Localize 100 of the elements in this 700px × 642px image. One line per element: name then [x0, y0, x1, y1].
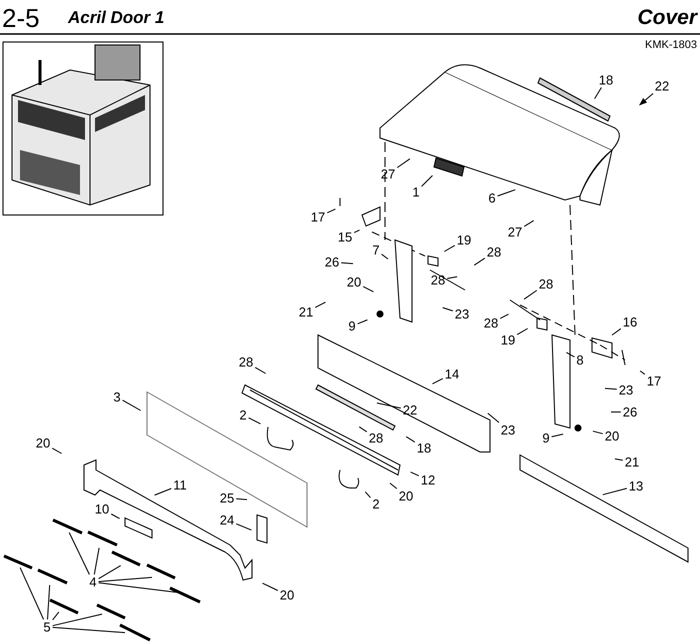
leader-line — [410, 472, 420, 476]
callout-number: 14 — [444, 368, 460, 380]
callout-number: 3 — [112, 390, 122, 404]
leader-line — [68, 532, 90, 575]
section-title: Acril Door 1 — [68, 9, 164, 26]
callout-number: 7 — [371, 244, 381, 256]
callout-number: 6 — [487, 192, 497, 204]
leader-line — [236, 498, 248, 500]
leader-line — [154, 488, 172, 496]
callout-number: 20 — [346, 276, 362, 288]
callout-number: 28 — [538, 278, 554, 290]
callout-number: 15 — [336, 230, 354, 244]
leader-line — [389, 482, 398, 490]
callout-number: 20 — [34, 436, 52, 450]
callout-number: 18 — [416, 442, 432, 454]
callout-number: 26 — [324, 256, 340, 268]
leader-line — [566, 352, 575, 358]
leader-line — [52, 626, 126, 634]
callout-number: 23 — [500, 424, 516, 436]
leader-line — [444, 244, 456, 252]
leader-line — [551, 434, 564, 438]
leader-line — [396, 158, 410, 168]
leader-line — [381, 254, 388, 260]
leader-line — [524, 290, 538, 300]
leader-line — [442, 307, 454, 312]
leader-line — [314, 302, 326, 308]
leader-line — [604, 388, 618, 390]
leader-line — [612, 328, 622, 336]
leader-line — [98, 565, 122, 580]
leader-line — [236, 523, 252, 531]
callout-number: 28 — [482, 316, 500, 330]
leader-line — [47, 584, 50, 620]
leader-line — [639, 93, 654, 106]
callout-number: 28 — [238, 356, 254, 368]
leader-line — [446, 276, 458, 279]
leader-line — [354, 230, 360, 234]
callout-number: 20 — [398, 490, 414, 502]
leader-line — [122, 400, 142, 411]
chapter-title: Cover — [637, 7, 697, 28]
leader-line — [421, 175, 433, 187]
leader-line — [98, 576, 152, 582]
callout-number: 19 — [456, 234, 472, 246]
leader-line — [592, 430, 604, 434]
callout-number: 8 — [575, 354, 585, 366]
leader-line — [487, 412, 500, 423]
leader-line — [516, 328, 528, 336]
callout-number: 21 — [624, 456, 640, 468]
leader-line — [94, 547, 100, 575]
leader-line — [52, 448, 62, 454]
callout-number: 1 — [411, 186, 421, 198]
leader-line — [614, 458, 624, 461]
callout-number: 28 — [486, 246, 502, 258]
callout-number: 27 — [506, 226, 524, 238]
callout-number: 2 — [238, 408, 248, 422]
callout-number: 4 — [88, 576, 98, 588]
callout-number: 22 — [654, 80, 670, 92]
leader-line — [52, 614, 103, 626]
leader-line — [357, 319, 368, 324]
leader-line — [500, 314, 509, 319]
leader-line — [594, 87, 602, 100]
callout-number: 23 — [454, 308, 470, 320]
leader-line — [326, 208, 336, 214]
leader-line — [474, 258, 486, 266]
callout-number: 20 — [278, 588, 296, 602]
callout-number: 17 — [646, 374, 662, 388]
callout-number: 28 — [368, 432, 384, 444]
callout-number: 16 — [622, 316, 638, 328]
callout-number: 23 — [618, 384, 634, 396]
callout-number: 5 — [42, 620, 52, 634]
leader-line — [364, 491, 371, 498]
callout-number: 13 — [628, 480, 644, 492]
callout-number: 20 — [604, 430, 620, 442]
callout-number: 10 — [94, 502, 110, 516]
callout-number: 21 — [298, 306, 314, 318]
leader-line — [20, 567, 44, 620]
leader-line — [110, 514, 120, 520]
leader-line — [254, 366, 266, 374]
leader-line — [640, 370, 646, 375]
callout-number: 25 — [218, 492, 236, 504]
callout-number: 19 — [500, 334, 516, 346]
leader-line — [98, 582, 178, 593]
callout-number: 11 — [172, 478, 188, 492]
callout-number: 26 — [622, 406, 638, 418]
leader-line — [52, 611, 60, 620]
leader-line — [432, 378, 444, 384]
leader-line — [406, 436, 416, 443]
leader-line — [248, 417, 261, 424]
drawing-number: KMK-1803 — [645, 40, 697, 51]
callout-number: 17 — [310, 210, 326, 224]
leader-line — [602, 488, 628, 496]
callout-number: 12 — [420, 474, 436, 486]
callout-number: 22 — [402, 404, 418, 416]
leader-line — [358, 426, 368, 432]
leader-line — [497, 189, 516, 196]
leader-line — [376, 402, 402, 409]
callout-number: 9 — [347, 320, 357, 332]
callout-number: 2 — [371, 498, 381, 510]
leader-line — [262, 582, 278, 591]
callout-number: 18 — [598, 74, 614, 86]
leader-line — [362, 286, 374, 292]
